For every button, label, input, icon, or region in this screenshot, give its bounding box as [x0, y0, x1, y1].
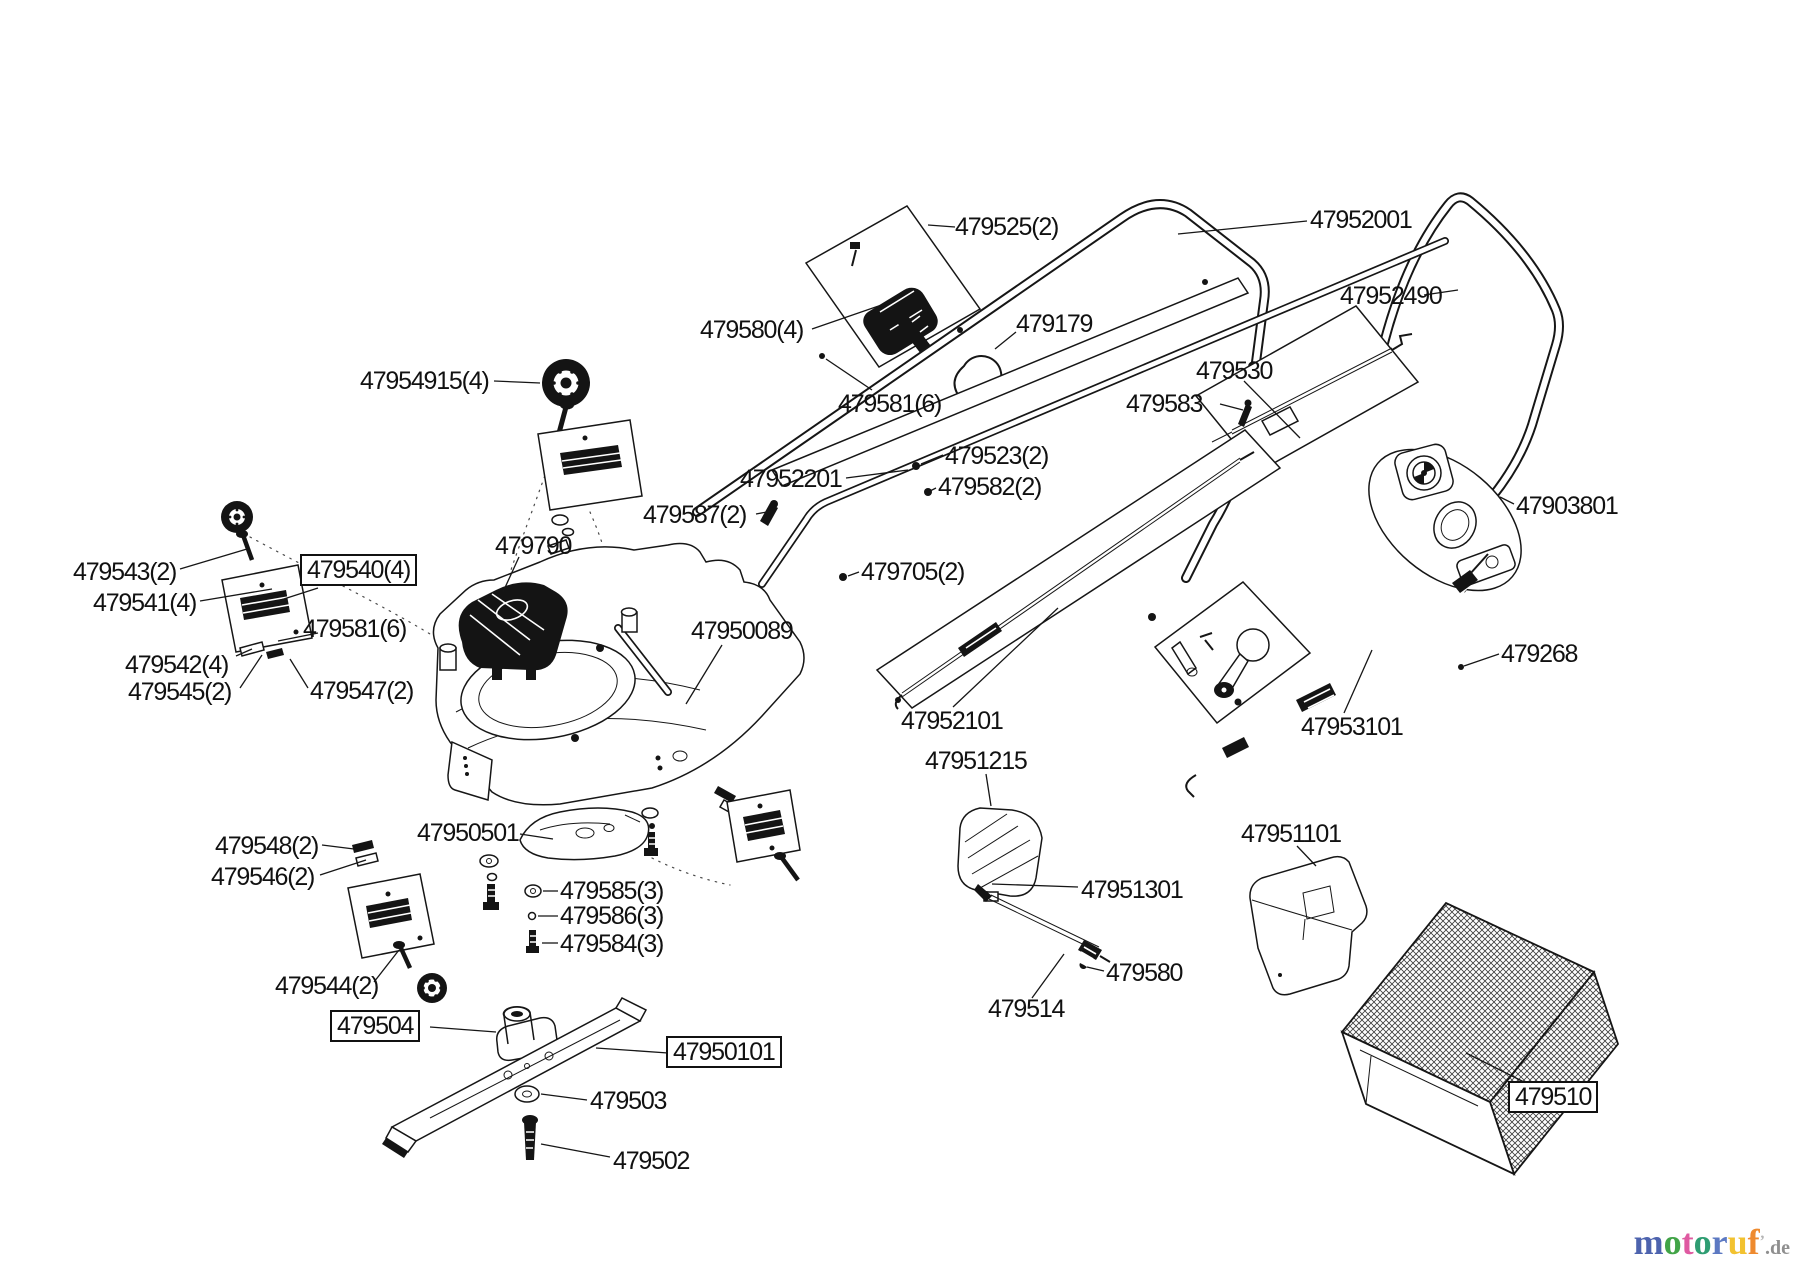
part-label-479585: 479585(3) [560, 877, 664, 905]
part-label-479581-upper: 479581(6) [838, 390, 942, 418]
part-label-47951215: 47951215 [925, 747, 1028, 775]
logo-letter: t [1681, 1222, 1694, 1262]
part-label-479503: 479503 [590, 1087, 667, 1115]
part-label-479548: 479548(2) [215, 832, 319, 860]
part-label-47952001: 47952001 [1310, 206, 1413, 234]
leader-lines [179, 220, 1527, 1158]
blade-holder-drawing [495, 1005, 558, 1062]
part-label-479541: 479541(4) [93, 589, 197, 617]
logo-letter: u [1727, 1222, 1748, 1262]
cable-bracket-plate-drawing [1194, 305, 1420, 473]
part-label-479544: 479544(2) [275, 972, 379, 1000]
part-label-47952101: 47952101 [901, 707, 1004, 735]
part-label-479580-qty4: 479580(4) [700, 316, 804, 344]
discharge-chute-drawing [1249, 855, 1368, 996]
part-label-479530: 479530 [1196, 357, 1273, 385]
part-label-479790: 479790 [495, 532, 572, 560]
part-label-47950101: 47950101 [666, 1036, 782, 1068]
logo-trademark-tick: ’ [1759, 1233, 1765, 1250]
wheel-kit-top-drawing [537, 359, 643, 555]
part-label-47954915: 47954915(4) [360, 367, 490, 395]
part-label-47952490: 47952490 [1340, 282, 1443, 310]
part-label-47903801: 47903801 [1516, 492, 1619, 520]
blade-brake-disc-drawing [519, 807, 650, 861]
part-label-47951101: 47951101 [1241, 820, 1342, 848]
part-label-479586: 479586(3) [560, 902, 664, 930]
part-label-479584: 479584(3) [560, 930, 664, 958]
blade-drawing [382, 997, 648, 1160]
wheel-kit-bottom-middle-drawing [714, 786, 801, 882]
part-label-479582: 479582(2) [938, 473, 1042, 501]
lower-handlebar-drawing [758, 237, 1449, 588]
part-label-479705: 479705(2) [861, 558, 965, 586]
part-label-47952201: 47952201 [740, 465, 843, 493]
part-label-479268: 479268 [1501, 640, 1578, 668]
part-label-479547: 479547(2) [310, 677, 414, 705]
logo-letter: o [1693, 1222, 1712, 1262]
grass-catcher-drawing [1340, 901, 1620, 1176]
wheel-kit-left-drawing [221, 501, 313, 659]
brand-logo[interactable]: motoruf’.de [1634, 1224, 1790, 1266]
part-label-479504: 479504 [330, 1010, 421, 1042]
part-label-479514: 479514 [988, 995, 1065, 1023]
part-label-47953101: 47953101 [1301, 713, 1404, 741]
part-label-479581-lower: 479581(6) [303, 615, 407, 643]
part-label-47950501: 47950501 [417, 819, 520, 847]
part-label-47950089: 47950089 [691, 617, 794, 645]
part-label-479179: 479179 [1016, 310, 1093, 338]
console-panel-rod-drawing [875, 429, 1282, 710]
logo-letter: r [1711, 1222, 1728, 1262]
part-label-479543: 479543(2) [73, 558, 177, 586]
part-label-47951301: 47951301 [1081, 876, 1184, 904]
part-label-479587: 479587(2) [643, 501, 747, 529]
logo-letter: o [1663, 1222, 1682, 1262]
logo-letter: m [1633, 1222, 1664, 1262]
part-label-479546: 479546(2) [211, 863, 315, 891]
small-single-parts [819, 353, 1464, 670]
part-label-479525: 479525(2) [955, 213, 1059, 241]
part-label-479540: 479540(4) [300, 554, 418, 586]
part-label-479542: 479542(4) [125, 651, 229, 679]
part-label-479580: 479580 [1106, 959, 1183, 987]
handle-lock-kit-drawing [804, 205, 982, 368]
part-label-479523: 479523(2) [945, 442, 1049, 470]
part-label-479502: 479502 [613, 1147, 690, 1175]
deflector-ramp-drawing [957, 807, 1111, 970]
bowden-cable-drawing [1185, 553, 1489, 798]
logo-letter: f [1747, 1222, 1760, 1262]
starter-grip-kit-drawing [1148, 581, 1312, 725]
logo-domain-suffix: .de [1765, 1237, 1790, 1259]
part-label-479545: 479545(2) [128, 678, 232, 706]
fastener-stacks-drawing [479, 807, 659, 953]
part-label-479510: 479510 [1508, 1081, 1599, 1113]
part-label-479583: 479583 [1126, 390, 1203, 418]
wheel-kit-bottom-left-drawing [347, 840, 447, 1003]
mower-deck-drawing [432, 542, 805, 806]
